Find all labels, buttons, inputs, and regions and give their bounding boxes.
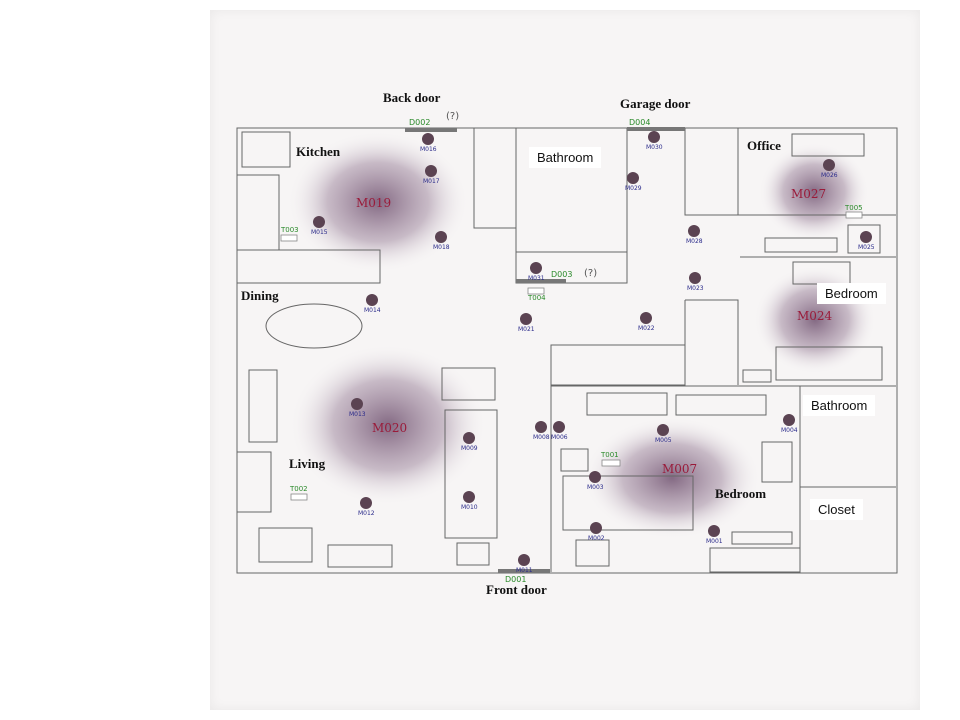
- bedroom-right-label: Bedroom: [817, 283, 886, 304]
- motion-sensor-label-m013: M013: [349, 411, 366, 418]
- temp-sensor-label: T002: [289, 485, 308, 493]
- door-bars: [405, 127, 685, 573]
- heat-cloud-kitchen: [286, 130, 470, 274]
- motion-sensor-label-m018: M018: [433, 244, 450, 251]
- motion-sensor-label-m021: M021: [518, 326, 535, 333]
- motion-sensor-dot-m028: [688, 225, 700, 237]
- heat-cloud-bedroom: [582, 416, 762, 540]
- motion-sensor-label-m004: M004: [781, 427, 798, 434]
- closet-label: Closet: [810, 499, 863, 520]
- motion-sensor-dot-m002: [590, 522, 602, 534]
- door-sensor-label: D003: [551, 270, 572, 279]
- heat-label: M007: [662, 462, 697, 476]
- motion-sensor-dot-m022: [640, 312, 652, 324]
- motion-sensor-dot-m010: [463, 491, 475, 503]
- motion-sensor-dot-m013: [351, 398, 363, 410]
- motion-sensor-dot-m015: [313, 216, 325, 228]
- bedroom-label: Bedroom: [715, 486, 767, 501]
- motion-sensor-label-m030: M030: [646, 144, 663, 151]
- temp-sensor-label: T004: [527, 294, 546, 302]
- motion-sensor-dot-m018: [435, 231, 447, 243]
- bathroom-top-label: Bathroom: [529, 147, 602, 168]
- motion-sensor-label-m002: M002: [588, 535, 605, 542]
- motion-sensor-dot-m023: [689, 272, 701, 284]
- motion-sensor-dot-m030: [648, 131, 660, 143]
- heat-label: M020: [372, 421, 407, 435]
- motion-sensor-label-m009: M009: [461, 445, 478, 452]
- heat-cloud-office: [758, 142, 870, 242]
- temp-sensor-label: T001: [600, 451, 619, 459]
- motion-sensor-dot-m014: [366, 294, 378, 306]
- motion-sensor-dot-m003: [589, 471, 601, 483]
- living-label: Living: [289, 456, 326, 471]
- temp-sensor-labels: T003 T005 T004 T002 T001: [280, 204, 863, 493]
- door-sensor-label: D004: [629, 118, 650, 127]
- heat-zone-labels: M019 M027 M024 M020 M007: [356, 187, 833, 476]
- motion-sensor-label-m006: M006: [551, 434, 568, 441]
- motion-sensor-label-m017: M017: [423, 178, 440, 185]
- door-sensor-labels: D002 D004 D003 D001 (?) (?): [409, 111, 650, 584]
- motion-sensor-dot-m025: [860, 231, 872, 243]
- motion-sensor-label-m008: M008: [533, 434, 550, 441]
- heat-label: M019: [356, 196, 391, 210]
- motion-sensor-dot-m008: [535, 421, 547, 433]
- motion-sensor-label-m015: M015: [311, 229, 328, 236]
- front-door-bar: [498, 569, 550, 573]
- activity-heat-clouds: [286, 130, 877, 540]
- heat-cloud-living: [288, 343, 488, 507]
- temp-sensor-boxes: [280, 211, 863, 501]
- motion-sensor-label-m005: M005: [655, 437, 672, 444]
- temp-sensor-label: T003: [280, 226, 299, 234]
- dining-label: Dining: [241, 288, 279, 303]
- back-door-bar: [405, 128, 457, 132]
- motion-sensor-dot-m009: [463, 432, 475, 444]
- motion-sensor-dot-m005: [657, 424, 669, 436]
- motion-sensor-label-m010: M010: [461, 504, 478, 511]
- back-door-label: Back door: [383, 90, 441, 105]
- motion-sensor-dot-m001: [708, 525, 720, 537]
- motion-sensor-dot-m026: [823, 159, 835, 171]
- garage-door-label: Garage door: [620, 96, 691, 111]
- motion-sensor-label-m003: M003: [587, 484, 604, 491]
- door-sensor-label: D001: [505, 575, 526, 584]
- motion-sensor-label-m016: M016: [420, 146, 437, 153]
- garage-door-bar: [627, 127, 685, 131]
- door-uncertain-note: (?): [584, 268, 597, 279]
- motion-sensor-dot-m017: [425, 165, 437, 177]
- motion-sensor-dot-m031: [530, 262, 542, 274]
- motion-sensor-label-m022: M022: [638, 325, 655, 332]
- motion-sensor-label-m029: M029: [625, 185, 642, 192]
- motion-sensor-dot-m012: [360, 497, 372, 509]
- door-sensor-label: D002: [409, 118, 430, 127]
- temp-sensor-label: T005: [844, 204, 863, 212]
- door-uncertain-note: (?): [446, 111, 459, 122]
- motion-sensor-label-m025: M025: [858, 244, 875, 251]
- front-door-label: Front door: [486, 582, 547, 597]
- motion-sensor-dot-m006: [553, 421, 565, 433]
- motion-sensor-dot-m016: [422, 133, 434, 145]
- motion-sensor-dot-m029: [627, 172, 639, 184]
- motion-sensor-dot-m004: [783, 414, 795, 426]
- heat-label: M024: [797, 309, 833, 323]
- motion-sensor-label-m028: M028: [686, 238, 703, 245]
- motion-sensor-label-m023: M023: [687, 285, 704, 292]
- walls: [236, 127, 898, 574]
- motion-sensor-label-m011: M011: [516, 567, 533, 574]
- bathroom-right-label: Bathroom: [803, 395, 876, 416]
- motion-sensor-dot-m021: [520, 313, 532, 325]
- office-label: Office: [747, 138, 781, 153]
- motion-sensor-label-m014: M014: [364, 307, 381, 314]
- bathroom-door-bar: [516, 279, 566, 283]
- heat-label: M027: [791, 187, 826, 201]
- motion-sensor-label-m026: M026: [821, 172, 838, 179]
- motion-sensor-label-m031: M031: [528, 275, 545, 282]
- motion-sensor-label-m001: M001: [706, 538, 723, 545]
- motion-sensor-dot-m011: [518, 554, 530, 566]
- kitchen-label: Kitchen: [296, 144, 341, 159]
- motion-sensor-label-m012: M012: [358, 510, 375, 517]
